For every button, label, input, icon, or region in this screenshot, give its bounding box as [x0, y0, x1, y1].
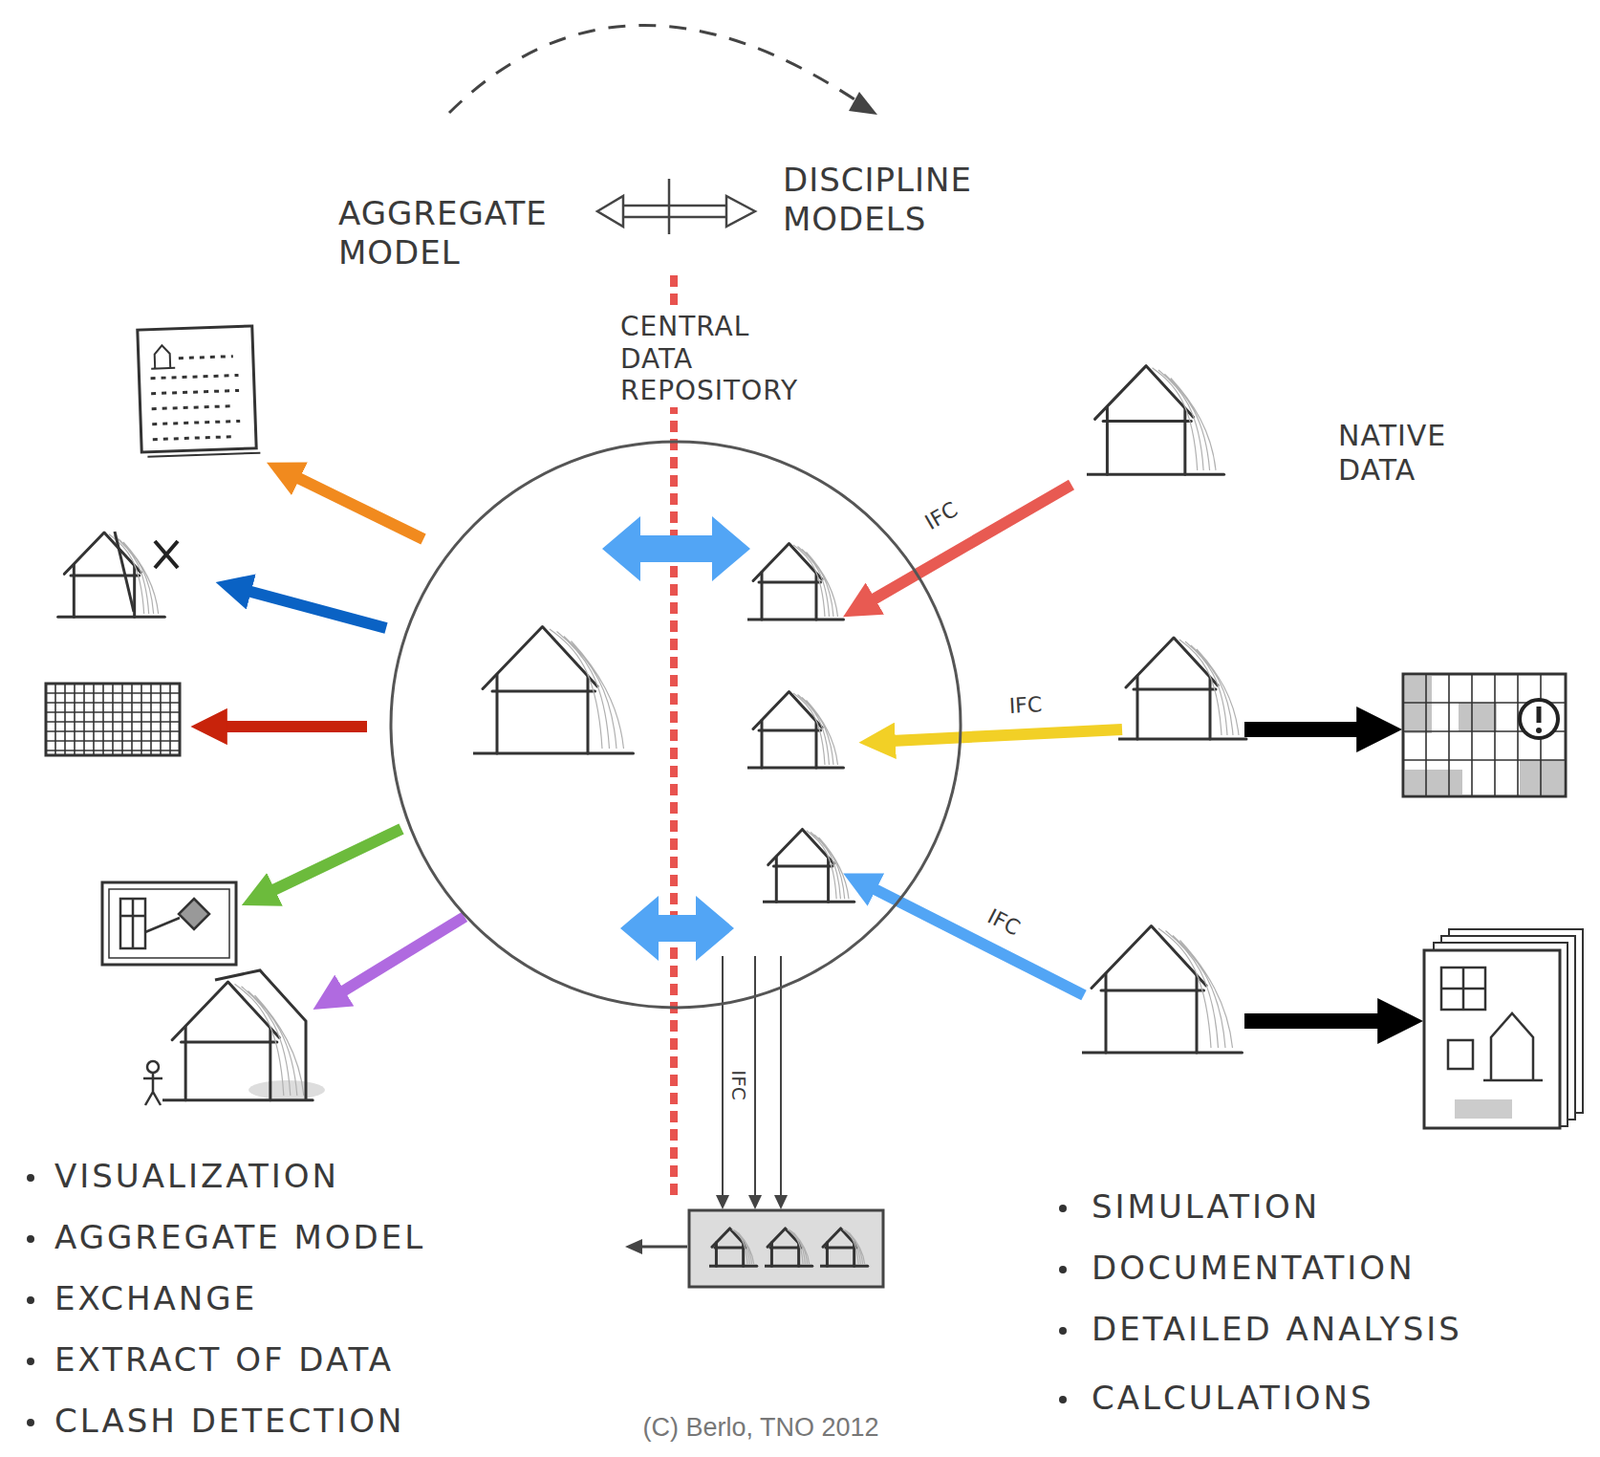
- report-icon: [137, 325, 261, 457]
- list-item: SIMULATION: [1089, 1187, 1322, 1227]
- clash-icon: [58, 531, 178, 617]
- table-icon: [45, 683, 180, 756]
- list-item: VISUALIZATION: [52, 1156, 342, 1196]
- divider-line: [670, 275, 678, 1199]
- list-item: CALCULATIONS: [1089, 1378, 1376, 1418]
- export-heads: [715, 1194, 788, 1210]
- repository-circle: CENTRAL DATA REPOSITORY: [389, 437, 963, 1012]
- list-item: AGGREGATE MODEL: [52, 1217, 428, 1257]
- circle-border: [390, 441, 961, 1008]
- model-caption: DISCIPLINE MODELS: [780, 160, 974, 239]
- discipline-house: [747, 543, 844, 621]
- list-item: CLASH DETECTION: [52, 1401, 407, 1441]
- exchange-arrow: [620, 895, 735, 961]
- native-house: [1086, 366, 1225, 476]
- aggregate-house: [473, 627, 634, 755]
- discipline-house: [762, 828, 855, 902]
- list-item: EXTRACT OF DATA: [52, 1340, 396, 1380]
- repository-heading: CENTRAL DATA REPOSITORY: [618, 310, 800, 408]
- list-item: EXCHANGE: [52, 1278, 260, 1319]
- list-bullets: [26, 1173, 1067, 1427]
- black-arrows: [1244, 729, 1383, 1021]
- circle-outline: [389, 437, 963, 1012]
- copyright-note: (C) Berlo, TNO 2012: [640, 1414, 881, 1441]
- exchange-arrow: [602, 516, 751, 582]
- ifc-label: IFC: [982, 904, 1025, 940]
- native-caption: NATIVE DATA: [1336, 418, 1449, 488]
- list-item: DOCUMENTATION: [1089, 1248, 1418, 1288]
- model-caption: AGGREGATE MODEL: [336, 194, 550, 273]
- split-arrow: [597, 178, 756, 235]
- native-house: [1118, 637, 1247, 739]
- visualization-icon: [143, 970, 325, 1105]
- native-house: [1081, 926, 1243, 1054]
- arc-head: [848, 91, 878, 115]
- simulation-icon: [1403, 673, 1566, 797]
- drawing-icon: [102, 882, 237, 965]
- ifc-label: IFC: [729, 1067, 749, 1102]
- documents-icon: [1424, 929, 1583, 1128]
- discipline-house: [747, 691, 844, 769]
- flow-arrows: [223, 476, 1123, 995]
- ifc-label: IFC: [920, 497, 963, 535]
- list-item: DETAILED ANALYSIS: [1089, 1309, 1465, 1349]
- dashed-arc: [449, 24, 861, 113]
- merged-model-box: [625, 1210, 884, 1287]
- ifc-label: IFC: [1006, 693, 1045, 717]
